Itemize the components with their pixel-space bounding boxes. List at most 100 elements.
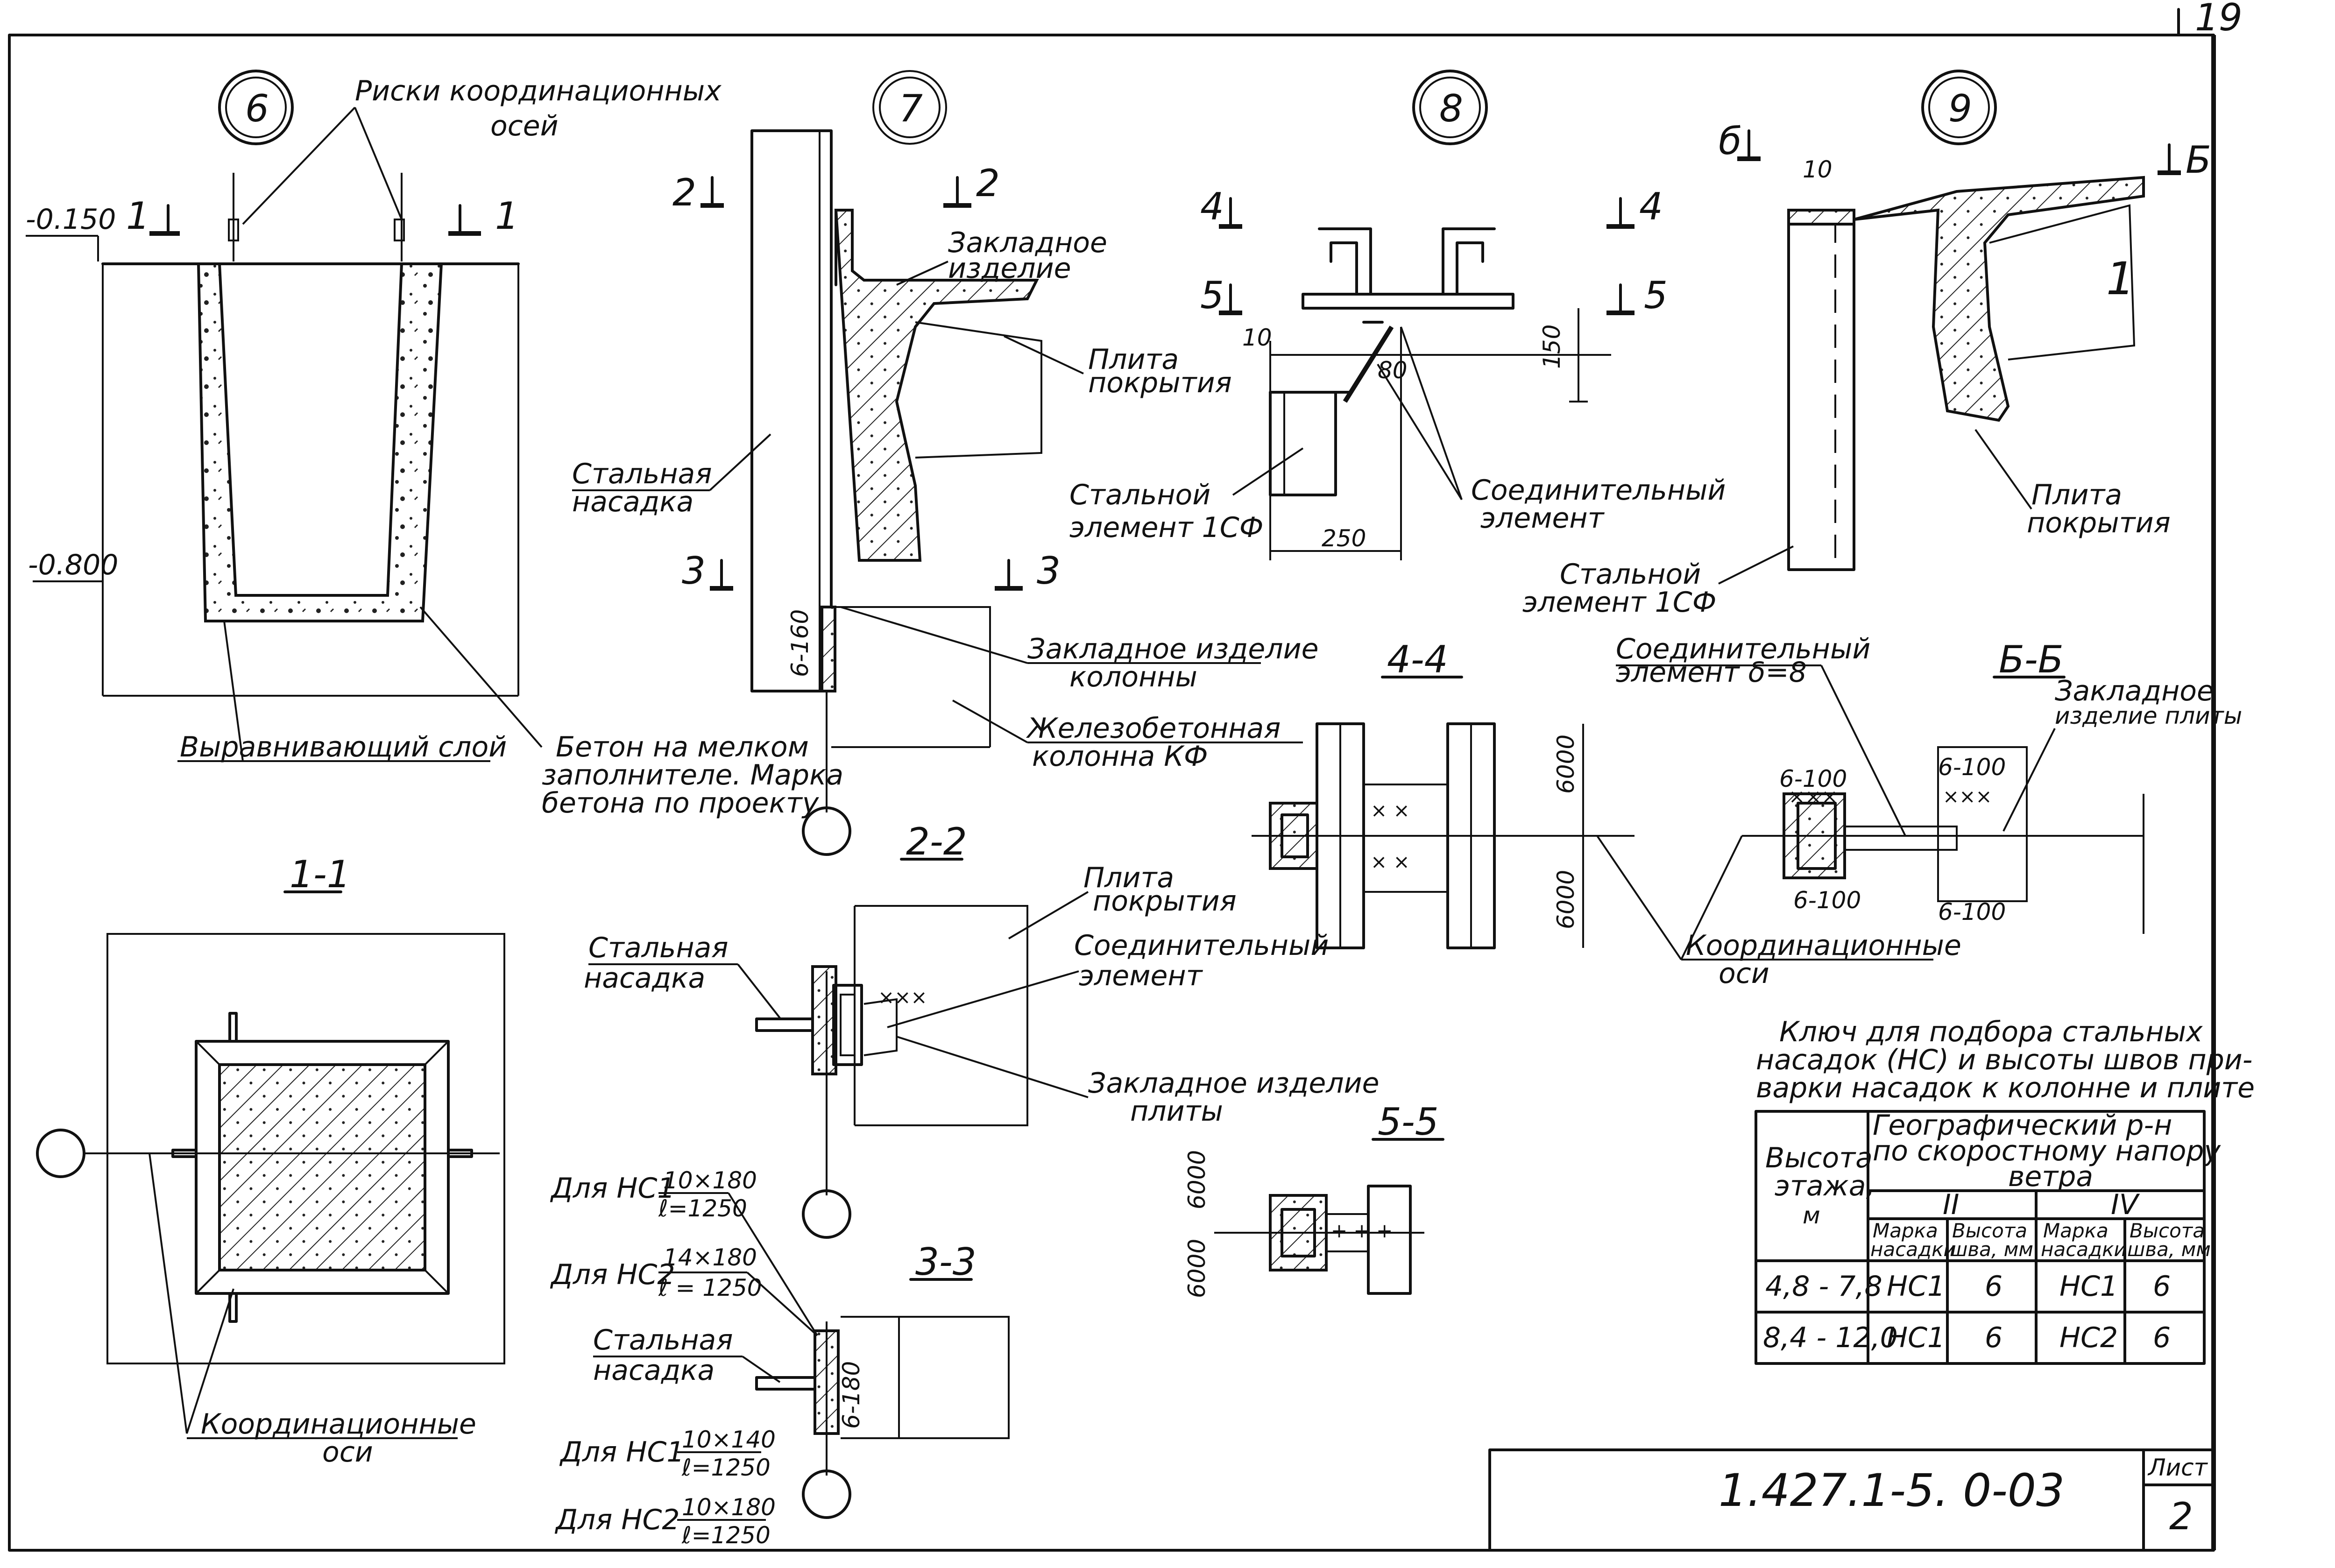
sub-mark-b-line1: Марка — [2043, 1219, 2109, 1242]
row2-weld-a: 6 — [1985, 1321, 2002, 1354]
label-connector-bb-line1: Соединительный — [1616, 633, 1870, 665]
label-axes-bb-line2: оси — [1719, 957, 1769, 990]
col-region-line1: Географический р-н — [1873, 1109, 2172, 1142]
dim-6000-bottom-5-5: 6000 — [1183, 1239, 1210, 1298]
detail-6: 6 Риски координационных осей -0.150 -0.8… — [26, 70, 843, 819]
label-slab-9-line2: покрытия — [2027, 507, 2171, 539]
detail-8-marker: 8 — [1439, 87, 1463, 130]
row2-weld-b: 6 — [2153, 1321, 2171, 1354]
cut-2-right: 2 — [976, 162, 1000, 205]
nc2-bottom-length: ℓ=1250 — [681, 1522, 771, 1549]
col-region-line3: ветра — [2008, 1160, 2093, 1193]
row1-weld-a: 6 — [1985, 1270, 2002, 1303]
label-embedded-2-2-line1: Закладное изделие — [1088, 1067, 1380, 1100]
table-row: 8,4 - 12,0 НС1 6 НС2 6 — [1763, 1321, 2171, 1354]
label-column-embedded-line2: колонны — [1069, 661, 1197, 693]
key-caption-line2: насадок (НС) и высоты швов при- — [1756, 1044, 2252, 1076]
sub-weld-a-line2: шва, мм — [1950, 1238, 2033, 1261]
label-embedded-line1: Закладное — [948, 226, 1107, 259]
label-concrete-line1: Бетон на мелком — [556, 731, 809, 763]
row2-mark-b: НС2 — [2059, 1321, 2118, 1354]
detail-7: 7 2 2 6-160 Закладное изделие Плита покр… — [572, 70, 1319, 856]
label-leveling-layer: Выравнивающий слой — [180, 731, 507, 763]
section-3-3-title: 3-3 — [915, 1240, 976, 1284]
cut-5-right: 5 — [1644, 274, 1668, 317]
label-cap-2-2-line1: Стальная — [588, 932, 728, 964]
sheet-number: 2 — [2169, 1495, 2193, 1538]
label-column-embedded-line1: Закладное изделие — [1027, 633, 1319, 665]
label-steel-element-8-line2: элемент 1СФ — [1069, 511, 1263, 544]
row1-mark-a: НС1 — [1887, 1270, 1945, 1303]
section-5-5: 5-5 + + + 6000 6000 — [1183, 1100, 1444, 1298]
cut-b-left: б — [1719, 120, 1741, 163]
row2-height: 8,4 - 12,0 — [1763, 1321, 1898, 1354]
label-cap-3-3-line2: насадка — [593, 1354, 715, 1387]
weld-marks-bb-right: ××× — [1943, 785, 1992, 808]
row1-mark-b: НС1 — [2059, 1270, 2118, 1303]
cut-4-left: 4 — [1200, 185, 1224, 228]
label-cap-3-3-line1: Стальная — [593, 1324, 733, 1356]
section-4-4: 4-4 × × × × 6000 6000 — [1252, 638, 1616, 949]
nc2-bottom-prefix: Для НС2 — [554, 1504, 680, 1536]
label-steel-element-8-line1: Стальной — [1069, 479, 1210, 511]
sub-weld-a-line1: Высота — [1952, 1219, 2027, 1242]
label-concrete-line3: бетона по проекту — [542, 787, 820, 819]
dim-6000-top-4-4: 6000 — [1552, 735, 1579, 794]
label-slab-line2: покрытия — [1088, 367, 1232, 399]
row1-weld-b: 6 — [2153, 1270, 2171, 1303]
dim-250: 250 — [1322, 525, 1366, 552]
label-connector-8-line1: Соединительный — [1471, 474, 1726, 507]
label-column-line2: колонна КФ — [1032, 740, 1208, 773]
col-height-line1: Высота — [1765, 1142, 1873, 1174]
nc1-bottom-length: ℓ=1250 — [681, 1454, 771, 1481]
col-height-line2: этажа, — [1775, 1170, 1875, 1202]
label-connector-8-line2: элемент — [1480, 502, 1605, 535]
label-embedded-bb-line1: Закладное — [2055, 675, 2214, 707]
label-connector-bb-line2: элемент δ=8 — [1616, 656, 1807, 689]
level-top: -0.150 — [26, 203, 116, 236]
weld-bb-br: 6-100 — [1938, 898, 2006, 925]
weld-bb-tl: 6-100 — [1779, 765, 1847, 792]
key-caption-line3: варки насадок к колонне и плите — [1756, 1072, 2255, 1104]
region-b: IV — [2111, 1188, 2140, 1221]
dim-6000-top-5-5: 6000 — [1183, 1150, 1210, 1209]
label-slab-9-line1: Плита — [2031, 479, 2122, 511]
detail-6-note-line1: Риски координационных — [355, 75, 722, 107]
weld-marks-2-2: ××× — [878, 986, 927, 1009]
doc-code: 1.427.1-5. 0-03 — [1719, 1464, 2065, 1517]
bolt-marks-5-5: + + + — [1331, 1219, 1393, 1242]
label-slab-line1: Плита — [1088, 343, 1179, 376]
label-steel-element-9-line2: элемент 1СФ — [1522, 586, 1716, 619]
detail-9-marker: 9 — [1948, 87, 1972, 130]
cut-2-left: 2 — [672, 171, 696, 214]
page-number: 19 — [2195, 0, 2243, 39]
cut-5-left: 5 — [1200, 274, 1224, 317]
label-embedded-line2: изделие — [948, 252, 1071, 285]
weld-bb-bl: 6-100 — [1793, 887, 1861, 914]
weld-marks-4-4-b: × × — [1371, 850, 1410, 873]
sub-weld-b-line1: Высота — [2130, 1219, 2205, 1242]
nc1-top-length: ℓ=1250 — [658, 1195, 747, 1222]
sheet-label: Лист — [2147, 1454, 2208, 1481]
label-axes-1-1-line2: оси — [322, 1436, 373, 1469]
cut-1-left: 1 — [126, 194, 150, 238]
nc2-top-length: ℓ = 1250 — [658, 1274, 762, 1301]
table-row: 4,8 - 7,8 НС1 6 НС1 6 — [1765, 1270, 2171, 1303]
region-a: II — [1943, 1188, 1959, 1221]
weld-bb-tr: 6-100 — [1938, 754, 2006, 781]
detail-6-note-line2: осей — [490, 110, 559, 142]
sub-weld-b-line2: шва, мм — [2127, 1238, 2211, 1261]
label-connector-2-2-line2: элемент — [1079, 960, 1203, 992]
label-axes-1-1-line1: Координационные — [201, 1408, 476, 1441]
nc2-top-prefix: Для НС2 — [550, 1258, 675, 1291]
nc1-top-prefix: Для НС1 — [550, 1172, 675, 1205]
label-axes-bb-line1: Координационные — [1686, 929, 1961, 962]
weld-6-160: 6-160 — [786, 609, 814, 677]
section-b-b: Б-Б ××× ××× 6-100 6-100 6-100 6-100 Соед… — [1596, 633, 2242, 990]
col-region-line2: по скоростному напору — [1873, 1135, 2221, 1167]
nc2-top-size: 14×180 — [663, 1244, 757, 1271]
section-2-2: 2-2 ××× Плита покрытия Стальная насадка … — [584, 820, 1380, 1239]
section-1-1: 1-1 Координационные оси — [36, 853, 505, 1469]
key-table: Ключ для подбора стальных насадок (НС) и… — [1755, 1016, 2255, 1365]
dim-10-detail9: 10 — [1803, 156, 1833, 183]
